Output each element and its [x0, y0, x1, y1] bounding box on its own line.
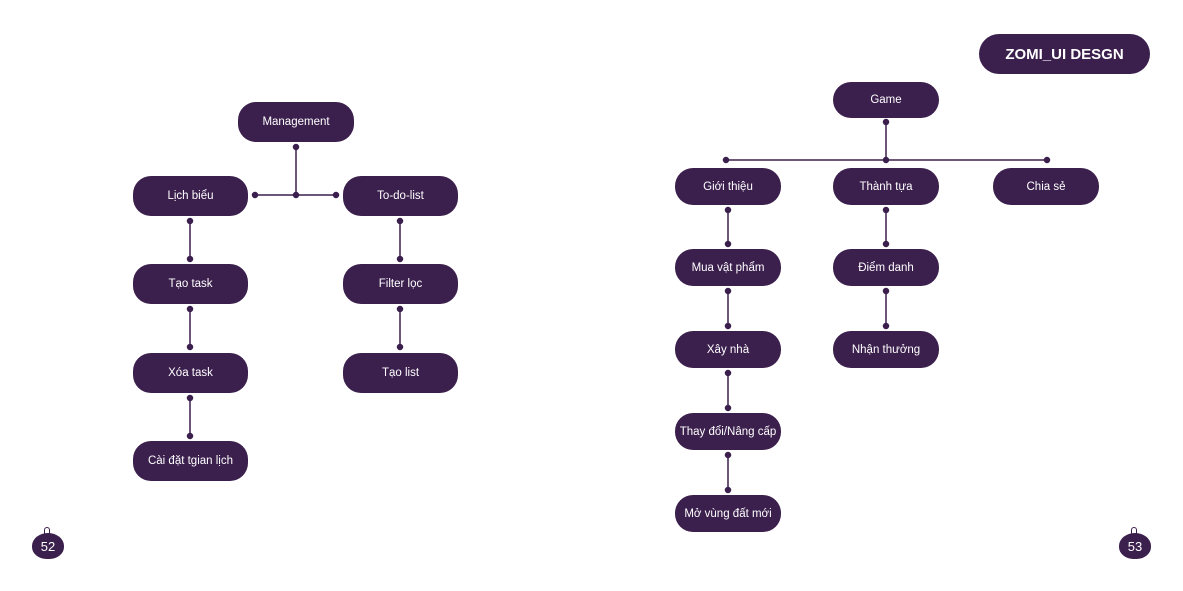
node-tao-list: Tạo list: [343, 353, 458, 393]
node-mo-vung-dat-moi: Mở vùng đất mới: [675, 495, 781, 532]
node-thanh-tua: Thành tựa: [833, 168, 939, 205]
node-game: Game: [833, 82, 939, 118]
node-tao-task: Tạo task: [133, 264, 248, 304]
node-to-do-list: To-do-list: [343, 176, 458, 216]
node-filter-loc: Filter lọc: [343, 264, 458, 304]
node-nhan-thuong: Nhận thưởng: [833, 331, 939, 368]
node-mua-vat-pham: Mua vật phẩm: [675, 249, 781, 286]
page-number-left: 52: [32, 533, 64, 559]
page-number-stem-icon: [44, 527, 50, 534]
brand-badge: ZOMI_UI DESGN: [979, 34, 1150, 74]
node-cai-dat-tgian-lich: Cài đặt tgian lịch: [133, 441, 248, 481]
node-thay-doi-nang-cap: Thay đổi/Nâng cấp: [675, 413, 781, 450]
node-diem-danh: Điểm danh: [833, 249, 939, 286]
node-management: Management: [238, 102, 354, 142]
page-number-stem-icon: [1131, 527, 1137, 534]
page-number-right: 53: [1119, 533, 1151, 559]
node-chia-se: Chia sẻ: [993, 168, 1099, 205]
node-xoa-task: Xóa task: [133, 353, 248, 393]
node-lich-bieu: Lịch biểu: [133, 176, 248, 216]
node-xay-nha: Xây nhà: [675, 331, 781, 368]
node-gioi-thieu: Giới thiệu: [675, 168, 781, 205]
